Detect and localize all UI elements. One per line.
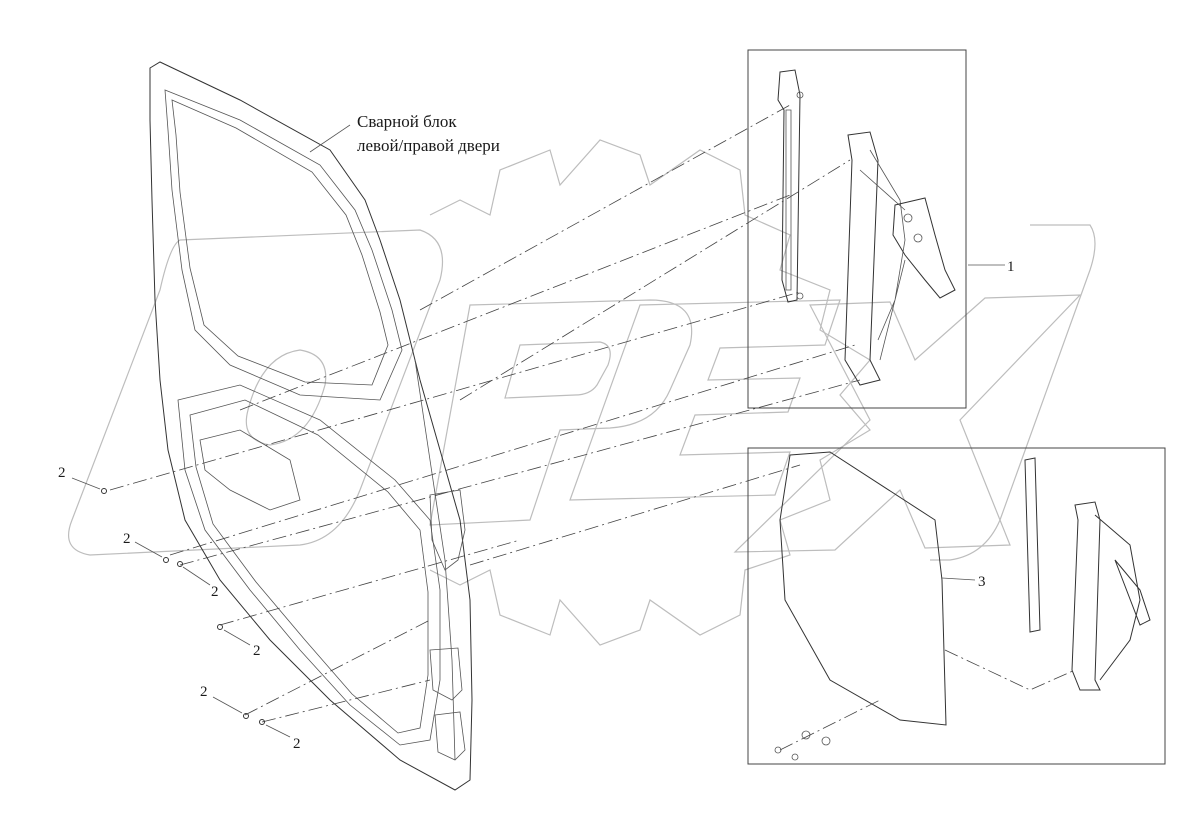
- door-inner-panel: [177, 384, 441, 746]
- leader-lines: [71, 124, 1005, 738]
- callout-2: 2: [253, 643, 261, 659]
- regulator-frame: [747, 49, 967, 409]
- bolt-icon: [101, 488, 107, 494]
- alignment-lines: [109, 104, 1076, 751]
- regulator-rail-left: [777, 69, 801, 303]
- watermark-gear-outline: [429, 139, 871, 646]
- watermark-letter-e: [569, 299, 841, 501]
- bolt-icon: [163, 557, 169, 563]
- bolt-icon: [243, 713, 249, 719]
- bolt-icon: [217, 624, 223, 630]
- alignment-line: [244, 619, 431, 716]
- watermark: [68, 139, 1096, 646]
- door-trim-cutout: [199, 429, 301, 511]
- leader-2d: [223, 629, 251, 646]
- regulator-motor: [892, 197, 956, 299]
- door-outer-frame: [149, 61, 473, 791]
- door-glass-group: [747, 447, 1166, 765]
- watermark-letter-p: [429, 299, 693, 526]
- caption-line-2: левой/правой двери: [357, 136, 500, 155]
- glass-frame: [747, 447, 1166, 765]
- small-rail: [1024, 457, 1041, 633]
- callout-1: 1: [1007, 259, 1015, 275]
- watermark-letter-o: [68, 229, 444, 556]
- alignment-line: [779, 699, 881, 751]
- glass-bolt-2: [791, 753, 799, 761]
- door-window-frame-inner: [164, 89, 403, 401]
- alignment-line: [419, 104, 791, 311]
- door-hinge-side: [429, 489, 466, 761]
- callout-2: 2: [293, 736, 301, 752]
- leader-2f: [265, 724, 291, 738]
- small-regulator: [1071, 501, 1151, 691]
- alignment-line: [239, 194, 791, 411]
- callout-2: 2: [200, 684, 208, 700]
- door-inner-panel-recess: [189, 399, 429, 734]
- watermark-swoosh: [930, 224, 1096, 561]
- regulator-rail-left-inner: [785, 109, 792, 291]
- window-regulator-group: [747, 49, 967, 409]
- door-window-frame-inner-2: [171, 99, 389, 386]
- leader-2b: [134, 541, 163, 558]
- motor-fastener-a: [903, 213, 913, 223]
- glass-bolt-1: [774, 746, 782, 754]
- callout-3: 3: [978, 574, 986, 590]
- leader-2a: [71, 477, 101, 490]
- alignment-line: [261, 679, 431, 723]
- leader-2c: [182, 566, 211, 586]
- leader-2e: [212, 696, 243, 714]
- callout-2: 2: [123, 531, 131, 547]
- regulator-rail-right: [844, 131, 881, 386]
- alignment-line: [219, 539, 521, 626]
- door-glass: [779, 451, 947, 726]
- alignment-line: [469, 464, 801, 566]
- regulator-cable: [859, 149, 906, 361]
- alignment-line: [944, 649, 1076, 691]
- caption-line-1: Сварной блок: [357, 112, 457, 131]
- rail-fastener-top: [796, 91, 804, 99]
- fasteners: [101, 488, 265, 725]
- glass-washer-1: [801, 730, 811, 740]
- door-welded-assembly: [149, 61, 473, 791]
- alignment-line: [179, 379, 861, 566]
- rail-fastener-bottom: [796, 292, 804, 300]
- bolt-icon: [259, 719, 265, 725]
- motor-fastener-b: [913, 233, 923, 243]
- leader-caption: [309, 124, 351, 153]
- alignment-line: [459, 159, 851, 401]
- watermark-letter-x: [733, 294, 1082, 553]
- leader-3: [941, 577, 976, 581]
- door-edge-line: [414, 359, 456, 761]
- callout-2: 2: [58, 465, 66, 481]
- bolt-icon: [177, 561, 183, 567]
- callout-2: 2: [211, 584, 219, 600]
- glass-washer-2: [821, 736, 831, 746]
